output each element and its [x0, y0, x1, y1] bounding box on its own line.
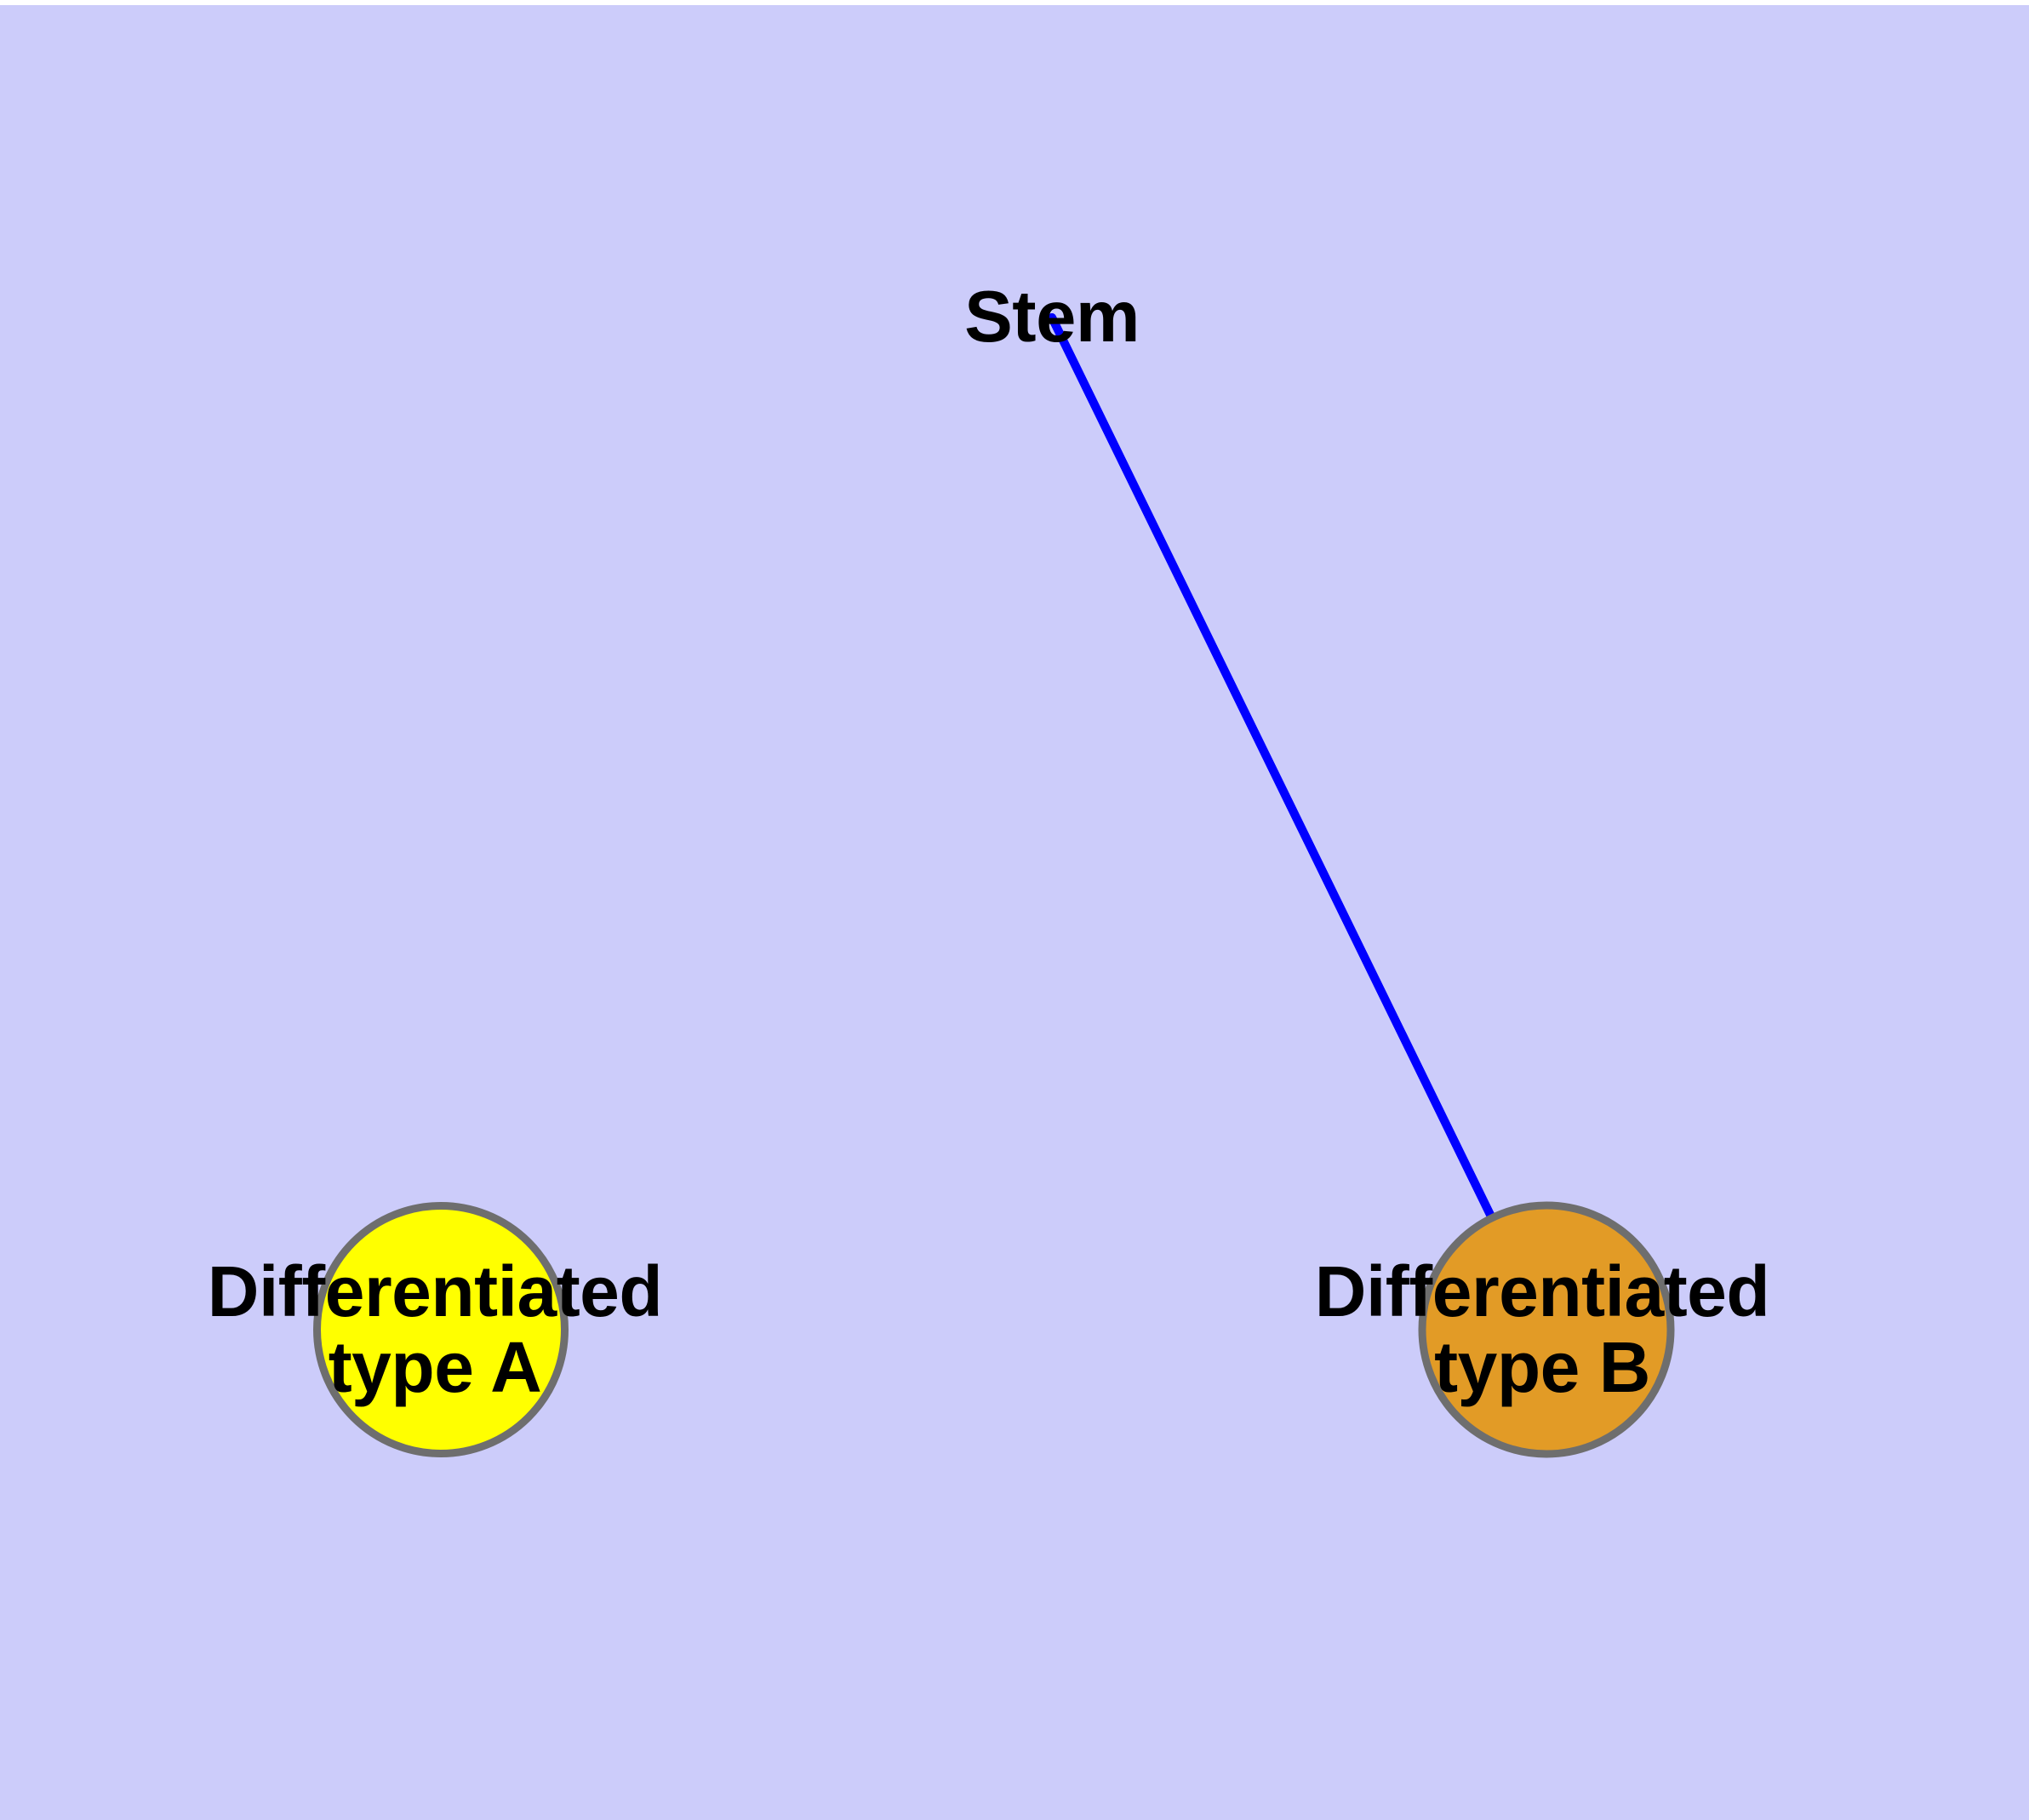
plot-background [0, 5, 2029, 1820]
node-differentiated-type-b[interactable] [1418, 1201, 1675, 1458]
node-stem[interactable] [313, 1202, 569, 1457]
edge-stem-to-differentiated-type-b[interactable] [1048, 313, 1551, 1334]
edge-layer [1048, 313, 1551, 1334]
node-layer [313, 1201, 1675, 1458]
